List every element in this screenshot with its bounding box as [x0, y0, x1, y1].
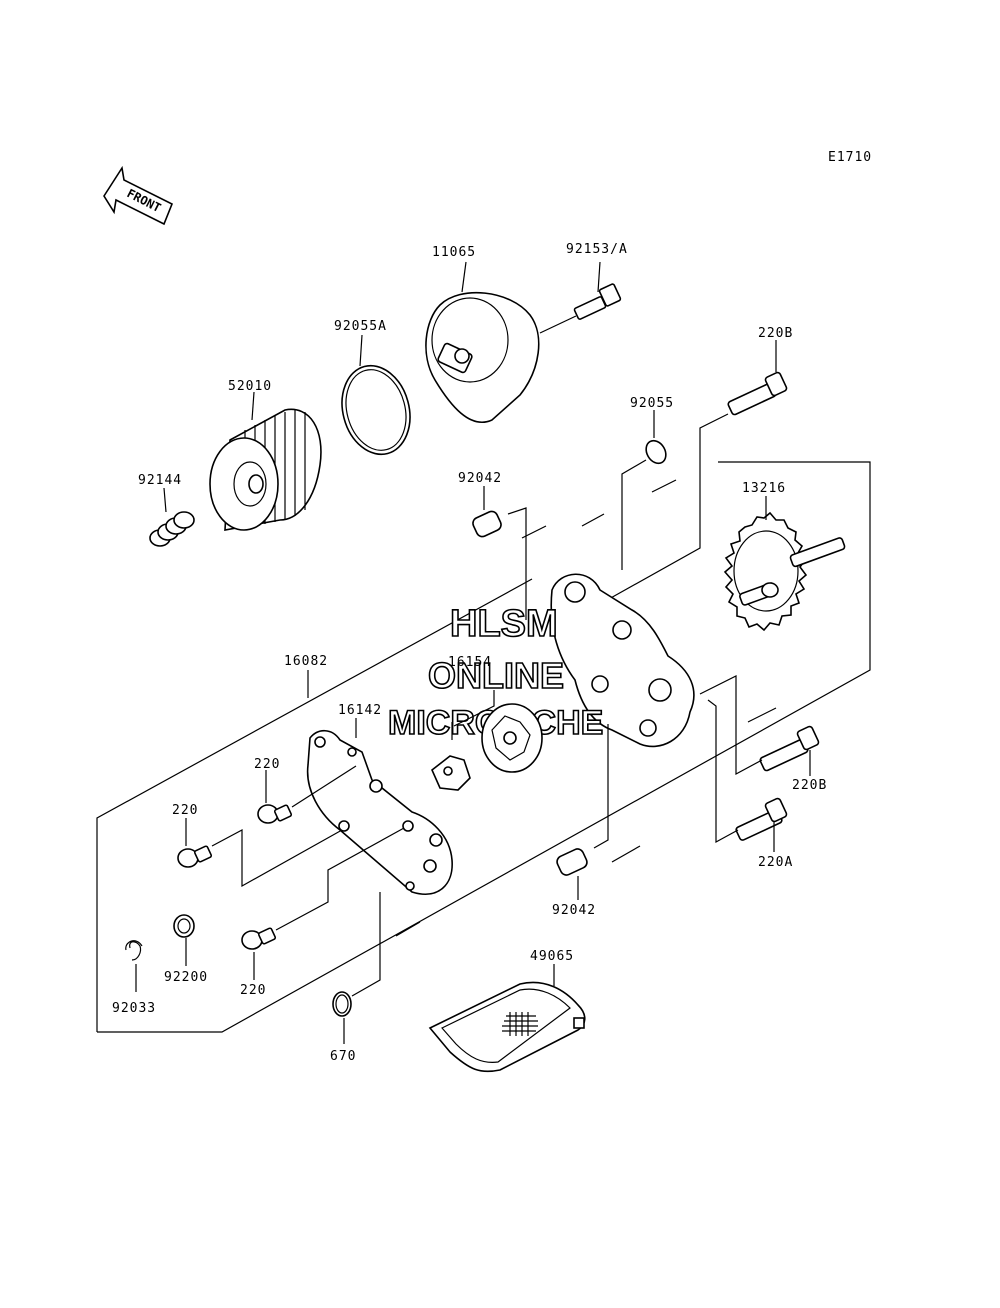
- part-label-16142: 16142: [338, 703, 382, 718]
- part-label-92055: 92055: [630, 396, 674, 411]
- o-ring-92055: [621, 410, 667, 570]
- diagram-code: E1710: [828, 150, 872, 165]
- bolt-220b-top: [599, 340, 788, 605]
- washer-92200: [173, 914, 195, 966]
- screen-mesh: [502, 1012, 538, 1036]
- o-ring-92055a: [341, 334, 411, 456]
- oil-pump-body: [550, 573, 695, 748]
- part-label-220-c: 220: [240, 983, 266, 998]
- part-label-52010: 52010: [228, 379, 272, 394]
- part-label-220b-mid: 220B: [792, 778, 827, 793]
- bolt-220a: [707, 699, 788, 852]
- watermark-line1: HLSM: [450, 603, 558, 645]
- watermark-line2: ONLINE: [428, 655, 564, 696]
- dowel-92042-top: [472, 486, 527, 620]
- part-label-92033: 92033: [112, 1001, 156, 1016]
- plate-16142: [306, 718, 453, 895]
- alignment-leaders: [395, 479, 777, 937]
- bolt-92153a: [539, 261, 622, 334]
- o-ring-670: [332, 892, 381, 1044]
- part-label-13216: 13216: [742, 481, 786, 496]
- screw-220-c: [241, 827, 405, 980]
- part-label-16082: 16082: [284, 654, 328, 669]
- screw-220-a: [257, 765, 357, 824]
- spring-92144: [149, 487, 195, 547]
- part-label-92200: 92200: [164, 970, 208, 985]
- oil-pump-cover-11065: [425, 261, 540, 423]
- oil-filter-52010: [209, 391, 322, 531]
- part-label-92055a: 92055A: [334, 319, 387, 334]
- part-label-49065: 49065: [530, 949, 574, 964]
- assembly-frame-lines: [96, 461, 871, 1033]
- part-label-220a: 220A: [758, 855, 793, 870]
- strainer-screen-49065: [428, 964, 586, 1073]
- rotor-16154: [431, 690, 543, 791]
- part-label-220-b: 220: [172, 803, 198, 818]
- bolt-220b-mid: [699, 675, 820, 776]
- part-label-92144: 92144: [138, 473, 182, 488]
- part-label-220-a: 220: [254, 757, 280, 772]
- screw-220-b: [177, 818, 343, 888]
- part-label-11065: 11065: [432, 245, 476, 260]
- part-label-670: 670: [330, 1049, 356, 1064]
- part-label-16154: 16154: [448, 655, 492, 670]
- part-label-220b-top: 220B: [758, 326, 793, 341]
- dowel-92042-bottom: [556, 724, 609, 900]
- front-arrow-icon: FRONT: [103, 165, 174, 226]
- part-label-92042-top: 92042: [458, 471, 502, 486]
- part-label-92042-bottom: 92042: [552, 903, 596, 918]
- part-label-92153a: 92153/A: [566, 242, 628, 257]
- circlip-92033: [125, 940, 143, 992]
- gear-13216: [723, 496, 846, 632]
